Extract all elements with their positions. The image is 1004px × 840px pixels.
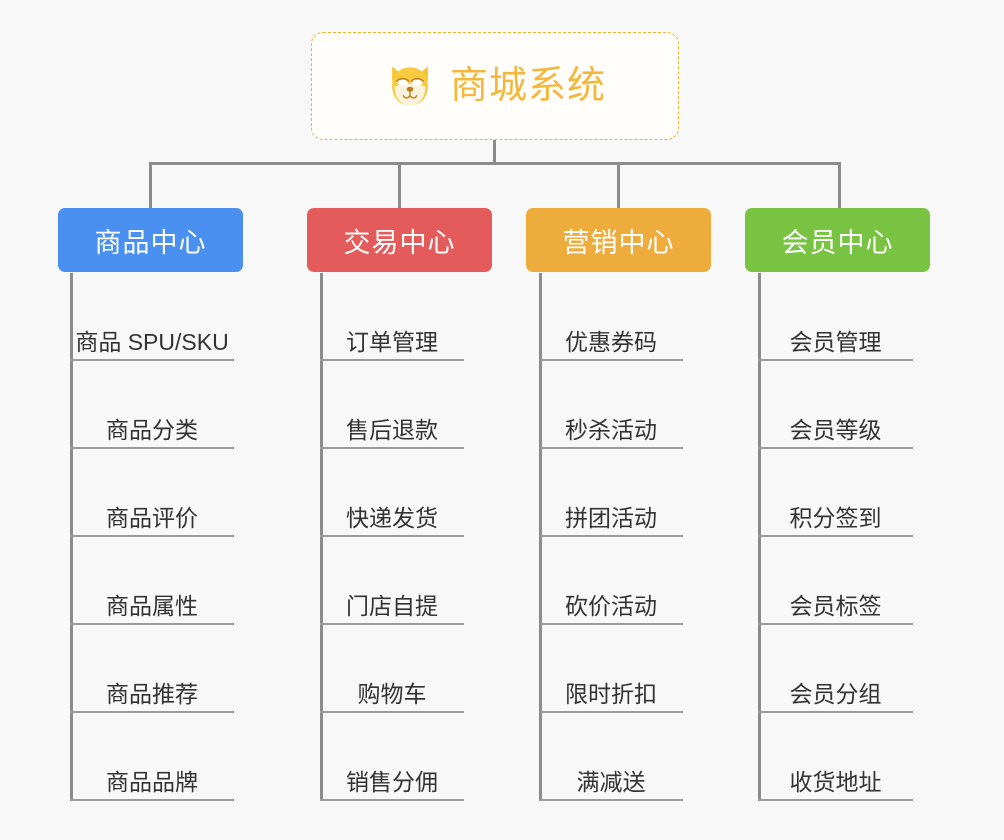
leaf-item-label: 购物车 xyxy=(357,680,427,707)
leaf-item[interactable]: 限时折扣 xyxy=(539,625,683,713)
leaf-item[interactable]: 会员管理 xyxy=(758,273,913,361)
leaf-item[interactable]: 门店自提 xyxy=(320,537,464,625)
connector-horizontal-bus xyxy=(149,162,841,165)
shiba-dog-icon xyxy=(392,66,428,106)
leaf-item[interactable]: 会员分组 xyxy=(758,625,913,713)
category-label: 会员中心 xyxy=(781,227,894,258)
leaf-item-label: 门店自提 xyxy=(346,592,438,619)
category-label: 商品中心 xyxy=(94,227,207,258)
leaf-item[interactable]: 购物车 xyxy=(320,625,464,713)
category-box-product-center[interactable]: 商品中心 xyxy=(58,208,243,272)
category-box-member-center[interactable]: 会员中心 xyxy=(745,208,930,272)
leaf-item-label: 会员等级 xyxy=(789,416,882,443)
leaf-item-label: 积分签到 xyxy=(789,504,882,531)
root-node[interactable]: 商城系统 xyxy=(311,32,679,140)
category-box-trade-center[interactable]: 交易中心 xyxy=(307,208,492,272)
branch-spine xyxy=(539,273,542,801)
leaf-item-label: 砍价活动 xyxy=(565,592,657,619)
leaf-item-label: 售后退款 xyxy=(346,416,438,443)
leaf-item-label: 商品分类 xyxy=(106,416,198,443)
leaf-item-label: 快递发货 xyxy=(346,504,438,531)
leaf-item[interactable]: 积分签到 xyxy=(758,449,913,537)
leaf-item-label: 限时折扣 xyxy=(565,680,657,707)
leaf-item[interactable]: 会员标签 xyxy=(758,537,913,625)
leaf-item[interactable]: 商品 SPU/SKU xyxy=(70,273,234,361)
leaf-item-label: 商品品牌 xyxy=(106,768,198,795)
leaf-item-label: 商品 SPU/SKU xyxy=(75,328,229,355)
leaf-item-label: 商品评价 xyxy=(106,504,198,531)
leaf-item[interactable]: 商品推荐 xyxy=(70,625,234,713)
category-label: 交易中心 xyxy=(343,227,456,258)
connector-drop-marketing-center xyxy=(617,162,620,209)
category-label: 营销中心 xyxy=(562,227,675,258)
leaf-item[interactable]: 商品属性 xyxy=(70,537,234,625)
root-title: 商城系统 xyxy=(449,65,606,107)
leaf-item[interactable]: 快递发货 xyxy=(320,449,464,537)
leaf-item[interactable]: 商品分类 xyxy=(70,361,234,449)
leaf-item-label: 商品推荐 xyxy=(106,680,198,707)
leaf-item-label: 商品属性 xyxy=(106,592,198,619)
leaf-item[interactable]: 售后退款 xyxy=(320,361,464,449)
connector-drop-product-center xyxy=(149,162,152,209)
branch-spine xyxy=(320,273,323,801)
leaf-item[interactable]: 秒杀活动 xyxy=(539,361,683,449)
leaf-item[interactable]: 拼团活动 xyxy=(539,449,683,537)
leaf-item-label: 会员标签 xyxy=(789,592,882,619)
leaf-item[interactable]: 销售分佣 xyxy=(320,713,464,801)
leaf-item[interactable]: 商品品牌 xyxy=(70,713,234,801)
leaf-item-label: 销售分佣 xyxy=(346,768,438,795)
leaf-item[interactable]: 订单管理 xyxy=(320,273,464,361)
leaf-item[interactable]: 会员等级 xyxy=(758,361,913,449)
category-box-marketing-center[interactable]: 营销中心 xyxy=(526,208,711,272)
leaf-item[interactable]: 收货地址 xyxy=(758,713,913,801)
leaf-item-label: 拼团活动 xyxy=(565,504,657,531)
leaf-item-label: 优惠券码 xyxy=(565,328,657,355)
leaf-item-label: 订单管理 xyxy=(346,328,438,355)
leaf-item[interactable]: 砍价活动 xyxy=(539,537,683,625)
connector-drop-member-center xyxy=(838,162,841,209)
connector-drop-trade-center xyxy=(398,162,401,209)
branch-spine xyxy=(70,273,73,801)
leaf-item-label: 秒杀活动 xyxy=(565,416,657,443)
leaf-item-label: 满减送 xyxy=(576,768,646,795)
branch-spine xyxy=(758,273,761,801)
connector-root-stem xyxy=(493,140,496,165)
leaf-item[interactable]: 优惠券码 xyxy=(539,273,683,361)
leaf-item-label: 会员管理 xyxy=(789,328,882,355)
leaf-item[interactable]: 商品评价 xyxy=(70,449,234,537)
leaf-item-label: 收货地址 xyxy=(789,768,882,795)
leaf-item-label: 会员分组 xyxy=(789,680,882,707)
leaf-item[interactable]: 满减送 xyxy=(539,713,683,801)
